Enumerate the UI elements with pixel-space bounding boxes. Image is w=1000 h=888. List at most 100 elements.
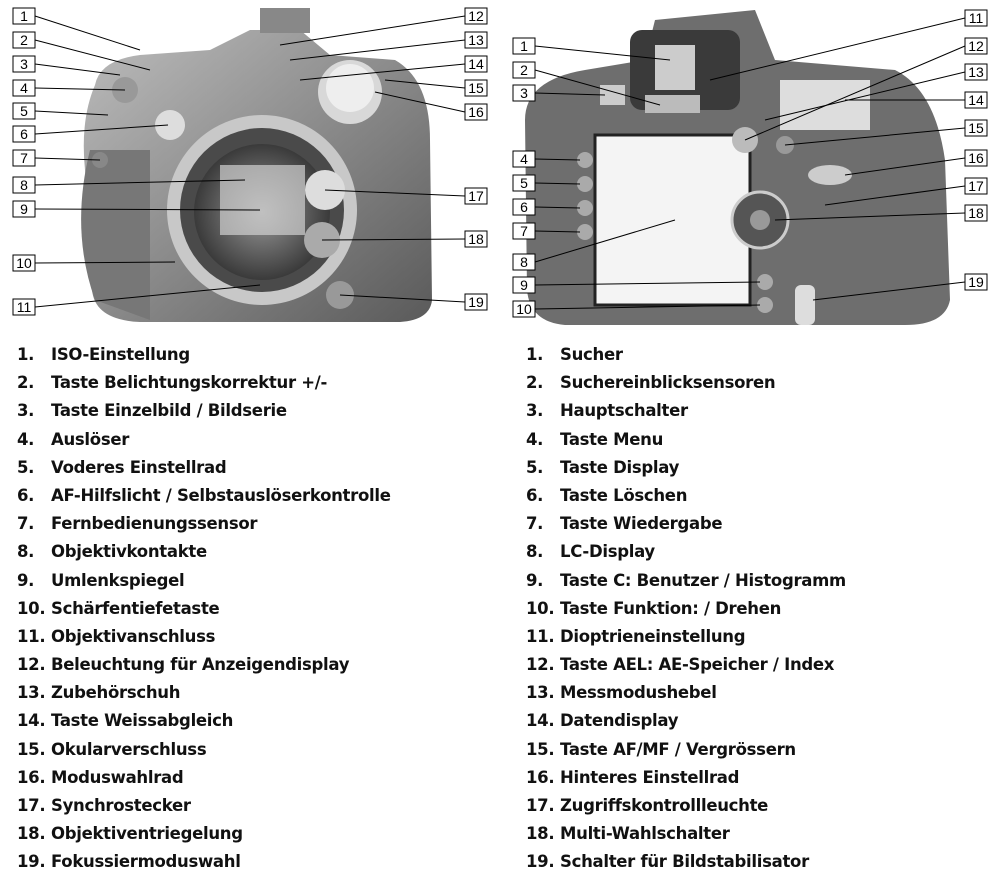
list-item: 14.Datendisplay	[526, 707, 846, 735]
item-number: 13.	[526, 683, 555, 703]
leader-line	[784, 127, 966, 146]
item-number: 12.	[17, 655, 46, 675]
item-label: Sucher	[560, 345, 623, 364]
list-item: 13.Zubehörschuh	[17, 679, 391, 707]
list-item: 12.Taste AEL: AE-Speicher / Index	[526, 651, 846, 679]
camera-front-body	[81, 8, 432, 322]
item-number: 6.	[17, 485, 35, 505]
callout-box	[464, 293, 488, 311]
item-label: LC-Display	[560, 542, 655, 562]
item-number: 7.	[526, 514, 544, 534]
item-label: Suchereinblicksensoren	[560, 373, 776, 393]
callout-box	[512, 174, 536, 192]
item-label: Messmodushebel	[560, 683, 717, 703]
callout-number: 10	[16, 255, 32, 271]
callout-number: 2	[20, 32, 28, 48]
callout-7: 7	[512, 222, 581, 240]
list-item: 10.Taste Funktion: / Drehen	[526, 595, 846, 623]
item-label: Schalter für Bildstabilisator	[560, 852, 809, 872]
callout-box	[964, 177, 988, 195]
list-item: 1.Sucher	[526, 341, 846, 369]
list-item: 2. Suchereinblicksensoren	[526, 369, 846, 397]
list-item: 16.Hinteres Einstellrad	[526, 764, 846, 792]
callout-box	[512, 84, 536, 102]
callout-18: 18	[774, 204, 988, 222]
callout-box	[512, 198, 536, 216]
list-item: 7.Taste Wiedergabe	[526, 510, 846, 538]
callout-box	[964, 273, 988, 291]
leader-line	[534, 182, 581, 185]
leader-line	[34, 110, 109, 116]
item-label: Taste Funktion: / Drehen	[560, 598, 782, 618]
callout-box	[964, 9, 988, 27]
item-number: 17.	[17, 796, 46, 815]
callout-number: 3	[20, 56, 28, 72]
callout-box	[12, 79, 36, 97]
list-item: 10.Schärfentiefetaste	[17, 595, 391, 623]
item-label: Multi-Wahlschalter	[560, 824, 730, 844]
list-item: 16.Moduswahlrad	[17, 764, 391, 792]
callout-number: 18	[468, 231, 484, 247]
callout-14: 14	[845, 91, 988, 109]
list-item: 8.LC-Display	[526, 538, 846, 566]
item-label: Taste Menu	[560, 429, 664, 449]
callout-number: 4	[520, 151, 528, 167]
item-number: 3.	[17, 401, 35, 421]
callout-17: 17	[824, 177, 988, 206]
callout-12: 12	[744, 37, 988, 141]
item-number: 2.	[17, 373, 35, 393]
callout-box	[12, 200, 36, 218]
list-item: 11.Dioptrieneinstellung	[526, 623, 846, 651]
leader-line	[534, 304, 761, 310]
item-label: AF-Hilfslicht / Selbstauslöserkontrolle	[51, 485, 391, 505]
callout-box	[464, 31, 488, 49]
callout-13: 13	[289, 31, 488, 61]
item-number: 19.	[17, 852, 46, 872]
item-number: 6.	[526, 485, 544, 505]
leader-line	[534, 206, 581, 209]
callout-number: 10	[516, 301, 532, 317]
callout-number: 7	[520, 223, 528, 239]
leader-line	[289, 39, 466, 61]
camera-back-body	[525, 10, 950, 325]
leader-line	[374, 91, 466, 113]
list-item: 1.ISO-Einstellung	[17, 341, 391, 369]
leader-line	[824, 185, 966, 206]
item-number: 10.	[526, 598, 555, 618]
callout-number: 12	[968, 38, 984, 54]
callout-number: 1	[520, 38, 528, 54]
callout-number: 6	[20, 126, 28, 142]
item-number: 19.	[526, 852, 555, 872]
item-label: Moduswahlrad	[51, 767, 184, 787]
callout-box	[12, 7, 36, 25]
list-item: 17.Zugriffskontrollleuchte	[526, 792, 846, 820]
callout-8: 8	[12, 176, 246, 194]
item-number: 2.	[526, 373, 544, 393]
callout-number: 13	[468, 32, 484, 48]
leader-line	[764, 71, 966, 121]
callout-number: 9	[20, 201, 28, 217]
list-item: 5.Voderes Einstellrad	[17, 454, 391, 482]
callout-number: 18	[968, 205, 984, 221]
callout-10: 10	[512, 300, 761, 318]
list-item: 9.Umlenkspiegel	[17, 567, 391, 595]
callout-box	[12, 149, 36, 167]
item-number: 11.	[526, 626, 555, 646]
item-number: 1.	[17, 345, 35, 364]
callout-box	[12, 102, 36, 120]
list-item: 5.Taste Display	[526, 454, 846, 482]
callout-number: 9	[520, 277, 528, 293]
callout-box	[464, 187, 488, 205]
item-number: 9.	[17, 570, 35, 590]
item-label: Schärfentiefetaste	[51, 598, 220, 618]
callout-box	[512, 276, 536, 294]
item-label: Fokussiermoduswahl	[51, 852, 241, 872]
leader-line	[534, 69, 661, 106]
callout-number: 15	[468, 80, 484, 96]
list-item: 6. AF-Hilfslicht / Selbstauslöserkontroll…	[17, 482, 391, 510]
item-number: 3.	[526, 401, 544, 421]
callout-box	[964, 37, 988, 55]
